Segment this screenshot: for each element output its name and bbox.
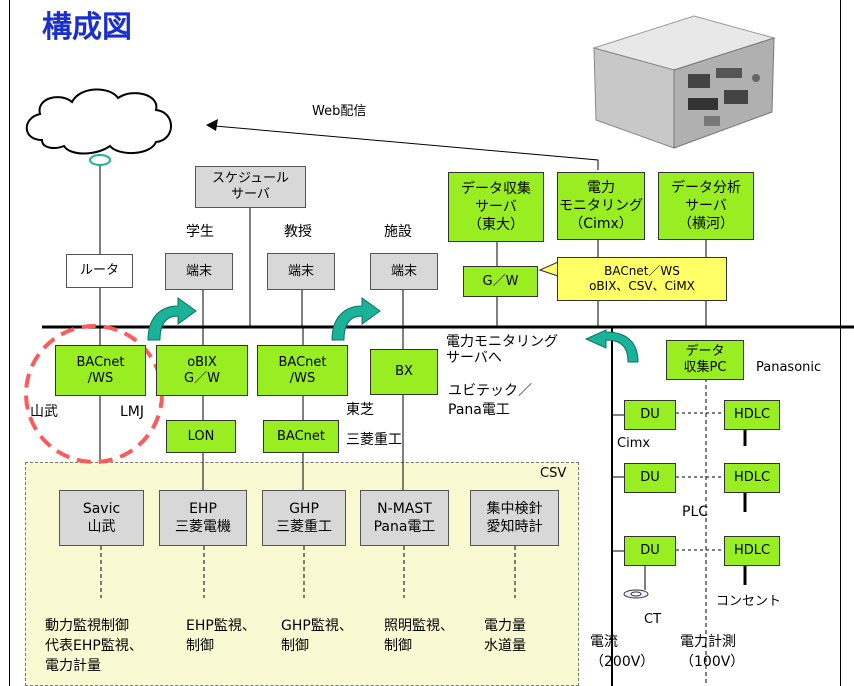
function-light-control: 照明監視、 制御: [384, 618, 454, 654]
hdlc-box-3: HDLC: [724, 536, 780, 566]
hdlc-box-2: HDLC: [724, 463, 780, 493]
cimx-label: Cimx: [617, 436, 651, 451]
data-analysis-server: データ分析 サーバ （横河）: [658, 172, 754, 240]
data-pc-box: データ 収集PC: [666, 340, 744, 380]
function-power-control: 動力監視制御 代表EHP監視、 電力計量: [45, 618, 143, 674]
vendor-ubitech: ユビテック／ Pana電工: [448, 383, 532, 418]
to-power-server-label: 電力モニタリング サーバへ: [446, 334, 558, 366]
function-ehp-control: EHP監視、 制御: [186, 618, 256, 654]
terminal-facility: 端末: [370, 253, 438, 290]
device-nmast: N-MAST Pana電工: [360, 490, 449, 546]
vendor-yamatake: 山武: [30, 404, 58, 420]
cloud-icon: [25, 88, 172, 155]
student-label: 学生: [186, 224, 214, 240]
facility-label: 施設: [384, 224, 412, 240]
du-box-3: DU: [624, 536, 676, 566]
bacnet-box: BACnet: [263, 420, 339, 453]
lon-box: LON: [166, 420, 236, 453]
device-savic: Savic 山武: [59, 490, 144, 546]
outlet-label: コンセント: [716, 594, 782, 609]
bacnet-ws-gateway-1: BACnet /WS: [55, 345, 146, 396]
terminal-professor: 端末: [267, 253, 335, 290]
vendor-lmj: LMJ: [120, 404, 145, 420]
schedule-server-box: スケジュール サーバ: [195, 166, 306, 208]
device-ehp: EHP 三菱電機: [159, 490, 247, 546]
csv-label: CSV: [540, 466, 567, 481]
page-title: 構成図: [42, 10, 132, 45]
du-box-1: DU: [624, 400, 676, 430]
gateway-note: BACnet／WS oBIX、CSV、CiMX: [557, 257, 727, 301]
terminal-student: 端末: [165, 253, 233, 290]
server-appliance-icon: [592, 15, 776, 149]
device-meter: 集中検針 愛知時計: [470, 490, 559, 546]
bacnet-ws-gateway-2: BACnet /WS: [257, 345, 348, 396]
vendor-mitsubishi: 三菱重工: [346, 432, 402, 448]
data-collect-server: データ収集 サーバ （東大）: [448, 172, 544, 242]
obix-gateway: oBIX G／W: [156, 345, 248, 396]
panasonic-label: Panasonic: [756, 360, 822, 375]
current-label: 電流 （200V）: [590, 634, 655, 670]
ct-label: CT: [644, 612, 662, 627]
bx-gateway: BX: [370, 349, 438, 395]
gateway-box: G／W: [463, 266, 538, 297]
power-monitor-server: 電力 モニタリング （Cimx）: [557, 172, 645, 240]
hdlc-box-1: HDLC: [724, 400, 780, 430]
function-ghp-control: GHP監視、 制御: [281, 618, 353, 654]
du-box-2: DU: [624, 463, 676, 493]
web-distribution-label: Web配信: [312, 104, 367, 119]
function-power-water: 電力量 水道量: [484, 618, 526, 654]
router-box: ルータ: [66, 254, 133, 288]
vendor-toshiba: 東芝: [346, 402, 374, 418]
slide-frame: [9, 0, 841, 686]
device-ghp: GHP 三菱重工: [262, 490, 346, 546]
professor-label: 教授: [284, 224, 312, 240]
plc-label: PLC: [682, 504, 709, 520]
power-measure-label: 電力計測 （100V）: [680, 634, 745, 670]
